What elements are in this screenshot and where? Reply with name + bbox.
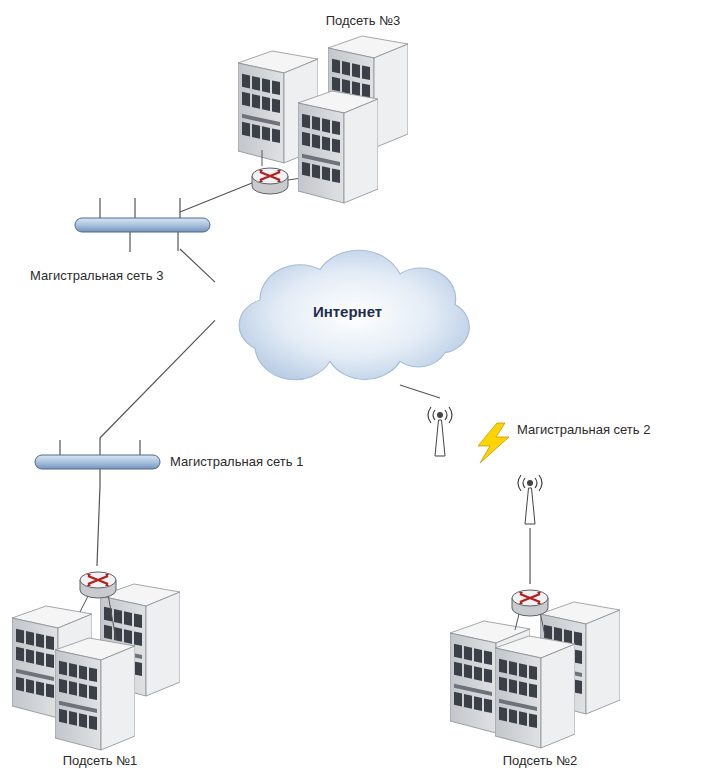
subnet-group: Подсеть №3 bbox=[252, 5, 432, 205]
internet-cloud: Интернет bbox=[215, 238, 480, 385]
network-label: Подсеть №3 bbox=[326, 13, 401, 29]
backbone-bar-1 bbox=[35, 438, 160, 488]
network-label: Магистральная сеть 3 bbox=[30, 268, 163, 284]
network-link bbox=[97, 488, 100, 566]
cloud-outline bbox=[239, 250, 469, 380]
network-link bbox=[529, 528, 530, 584]
network-link bbox=[180, 249, 215, 282]
network-label: Магистральная сеть 1 bbox=[170, 454, 303, 470]
subnet-2-servers bbox=[450, 590, 620, 748]
subnet-group: Подсеть №2 bbox=[440, 584, 650, 771]
network-link bbox=[180, 183, 252, 212]
backbone-network: Магистральная сеть 3 bbox=[28, 192, 180, 287]
subnet-group: Подсеть №1 bbox=[10, 566, 205, 771]
network-label: Подсеть №2 bbox=[503, 753, 578, 769]
cloud-label: Интернет bbox=[313, 304, 382, 320]
network-label: Подсеть №1 bbox=[63, 753, 138, 769]
backbone-network: Магистральная сеть 1 bbox=[30, 438, 330, 488]
subnet-1-servers bbox=[12, 572, 180, 750]
backbone-bar-3 bbox=[75, 198, 210, 252]
subnet-3-servers bbox=[238, 36, 408, 203]
wireless-backbone: Магистральная сеть 2 bbox=[425, 398, 700, 528]
network-label: Магистральная сеть 2 bbox=[517, 422, 650, 438]
network-link bbox=[100, 320, 215, 438]
network-link bbox=[400, 385, 440, 398]
